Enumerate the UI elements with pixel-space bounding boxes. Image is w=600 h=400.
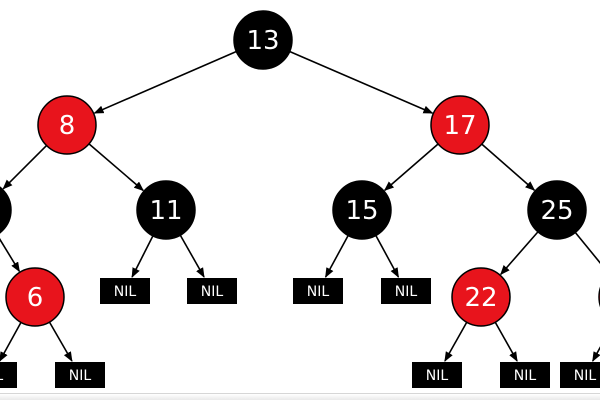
edge-n11-to-nil-11-left bbox=[131, 235, 154, 278]
node-circle-red bbox=[37, 95, 97, 155]
tree-node-17: 17 bbox=[430, 95, 490, 155]
nil-leaf: NIL bbox=[55, 362, 105, 388]
nil-label: NIL bbox=[114, 284, 137, 300]
node-circle-black bbox=[136, 180, 196, 240]
nil-label: NIL bbox=[0, 368, 3, 384]
node-label: 22 bbox=[464, 283, 497, 313]
nil-box bbox=[500, 362, 550, 388]
nil-box bbox=[293, 278, 343, 304]
edge-n22-to-nil-22-left bbox=[444, 321, 468, 362]
edge-n25-to-n22 bbox=[500, 231, 539, 276]
edge-n8-to-n11 bbox=[88, 143, 144, 192]
nil-box bbox=[187, 278, 237, 304]
edge-n25-to-n27 bbox=[574, 231, 600, 264]
tree-node-6: 6 bbox=[5, 267, 65, 327]
edges-layer bbox=[0, 50, 600, 362]
nil-label: NIL bbox=[395, 284, 418, 300]
node-circle-black bbox=[527, 180, 587, 240]
tree-node-13: 13 bbox=[233, 10, 293, 70]
node-label: 15 bbox=[345, 196, 378, 226]
nil-box bbox=[381, 278, 431, 304]
edge-n17-to-n15 bbox=[383, 143, 439, 191]
nil-leaf: NIL bbox=[560, 362, 600, 388]
edge-n17-to-n25 bbox=[481, 143, 536, 191]
tree-node-11: 11 bbox=[136, 180, 196, 240]
nil-box bbox=[560, 362, 600, 388]
node-circle-black bbox=[233, 10, 293, 70]
nil-leaf: NIL bbox=[0, 362, 17, 388]
tree-node-1: 1 bbox=[0, 186, 12, 234]
node-label: 13 bbox=[246, 26, 279, 56]
nodes-layer: 13817111152562227NILNILNILNILNILNILNILNI… bbox=[0, 10, 600, 388]
node-label: 8 bbox=[59, 111, 76, 141]
tree-node-22: 22 bbox=[451, 267, 511, 327]
node-label: 25 bbox=[540, 196, 573, 226]
edge-n13-to-n8 bbox=[93, 50, 237, 114]
node-circle-red bbox=[451, 267, 511, 327]
nil-label: NIL bbox=[307, 284, 330, 300]
nil-box bbox=[100, 278, 150, 304]
tree-node-25: 25 bbox=[527, 180, 587, 240]
edge-n6-to-nil-6-right bbox=[48, 321, 73, 362]
nil-leaf: NIL bbox=[381, 278, 431, 304]
node-label: 17 bbox=[443, 111, 476, 141]
edge-n8-to-n1 bbox=[2, 144, 48, 190]
bottom-rule bbox=[0, 393, 600, 400]
nil-leaf: NIL bbox=[412, 362, 462, 388]
nil-label: NIL bbox=[69, 368, 92, 384]
tree-node-8: 8 bbox=[37, 95, 97, 155]
edge-n13-to-n17 bbox=[289, 50, 434, 114]
nil-label: NIL bbox=[201, 284, 224, 300]
edge-n22-to-nil-22-right bbox=[494, 321, 518, 362]
nil-box bbox=[55, 362, 105, 388]
nil-leaf: NIL bbox=[293, 278, 343, 304]
edge-n6-to-nil-6-left bbox=[0, 322, 22, 362]
nil-label: NIL bbox=[514, 368, 537, 384]
edge-n15-to-nil-15-right bbox=[375, 235, 400, 278]
nil-box bbox=[0, 362, 17, 388]
node-circle-red bbox=[430, 95, 490, 155]
nil-leaf: NIL bbox=[187, 278, 237, 304]
edge-n27-to-nil-27-left bbox=[592, 346, 600, 362]
nil-label: NIL bbox=[574, 368, 597, 384]
node-label: 6 bbox=[27, 283, 44, 313]
nil-leaf: NIL bbox=[100, 278, 150, 304]
nil-label: NIL bbox=[426, 368, 449, 384]
tree-node-15: 15 bbox=[332, 180, 392, 240]
edge-n15-to-nil-15-left bbox=[324, 235, 349, 278]
nil-box bbox=[412, 362, 462, 388]
edge-n11-to-nil-11-right bbox=[179, 234, 205, 278]
nil-leaf: NIL bbox=[500, 362, 550, 388]
node-circle-black bbox=[332, 180, 392, 240]
node-circle-black bbox=[0, 186, 12, 234]
edge-n1-to-n6 bbox=[0, 238, 21, 273]
node-circle-red bbox=[5, 267, 65, 327]
node-label: 11 bbox=[149, 196, 182, 226]
